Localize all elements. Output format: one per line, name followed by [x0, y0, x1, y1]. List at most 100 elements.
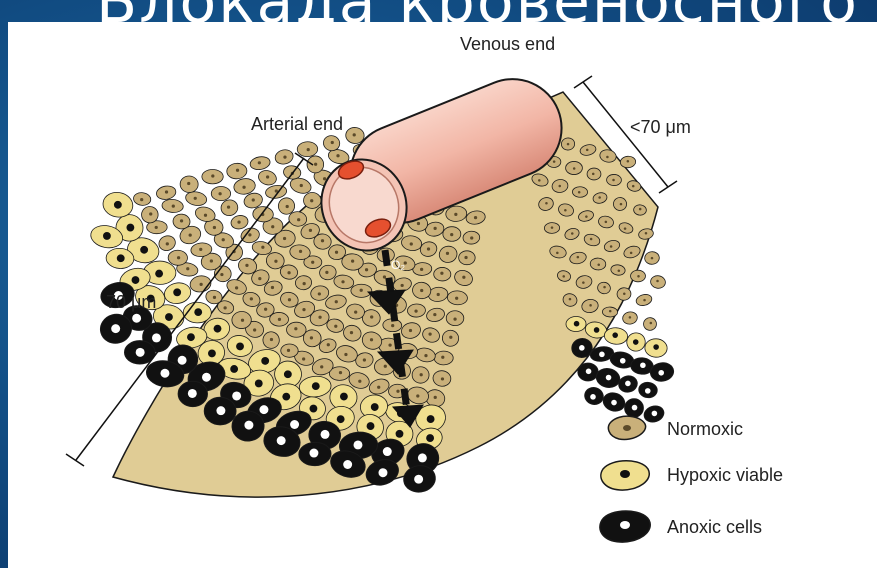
cell-nucleus [612, 332, 618, 338]
cell-nucleus [230, 365, 238, 373]
cell-nucleus [378, 468, 387, 477]
cell-nucleus [624, 227, 627, 230]
cell-nucleus [290, 420, 299, 429]
cell-nucleus [334, 325, 337, 328]
cell-nucleus [558, 185, 561, 188]
cell-nucleus [618, 269, 621, 272]
cell-nucleus [420, 289, 423, 292]
cell-nucleus [287, 271, 290, 274]
cell-nucleus [640, 362, 646, 368]
cell-nucleus [371, 403, 379, 411]
cell-nucleus [204, 214, 207, 217]
cell-nucleus [302, 308, 305, 311]
cell-nucleus [455, 297, 458, 300]
cell-nucleus [414, 475, 423, 484]
cell-nucleus [579, 345, 585, 351]
cell-nucleus [261, 246, 264, 249]
cell-nucleus [383, 275, 386, 278]
cell-nucleus [294, 327, 297, 330]
cell-nucleus [606, 156, 609, 159]
cell-nucleus [427, 415, 435, 423]
cell-nucleus [287, 349, 290, 352]
cell-nucleus [441, 377, 444, 380]
cell-nucleus [271, 225, 274, 228]
cell-nucleus [132, 276, 140, 284]
cell-nucleus [599, 352, 605, 358]
cell-nucleus [258, 161, 261, 164]
cell-nucleus [428, 332, 431, 335]
cell-nucleus [611, 400, 617, 406]
cell-nucleus [336, 154, 339, 157]
cell-nucleus [453, 317, 456, 320]
cell-nucleus [235, 286, 238, 289]
cell-nucleus [653, 344, 659, 350]
cell-nucleus [367, 422, 375, 430]
cell-nucleus [318, 316, 321, 319]
cell-nucleus [464, 256, 467, 259]
cell-nucleus [288, 298, 291, 301]
cell-nucleus [314, 163, 317, 166]
cell-nucleus [194, 197, 197, 200]
cell-nucleus [283, 156, 286, 159]
cell-nucleus [252, 198, 255, 201]
cell-nucleus [637, 275, 640, 278]
cell-nucleus [186, 267, 189, 270]
legend [600, 416, 650, 542]
cell-nucleus [585, 215, 588, 218]
cell-nucleus [639, 208, 642, 211]
cell-nucleus [586, 369, 592, 375]
cell-nucleus [597, 263, 600, 266]
cell-nucleus [391, 324, 394, 327]
cell-nucleus [409, 329, 412, 332]
cell-nucleus [571, 232, 574, 235]
cell-nucleus [172, 205, 175, 208]
cell-nucleus [553, 160, 556, 163]
cell-nucleus [286, 205, 289, 208]
cell-nucleus [241, 319, 244, 322]
cell-nucleus [155, 270, 163, 278]
cell-nucleus [312, 382, 320, 390]
cell-nucleus [255, 380, 263, 388]
cell-nucleus [194, 308, 202, 316]
cell-nucleus [303, 282, 306, 285]
cell-nucleus [625, 381, 631, 387]
cell-nucleus [199, 248, 202, 251]
cell-nucleus [598, 196, 601, 199]
cell-nucleus [645, 232, 648, 235]
cell-nucleus [612, 179, 615, 182]
cell-nucleus [433, 313, 436, 316]
cell-nucleus [173, 288, 181, 296]
cell-nucleus [270, 338, 273, 341]
cell-nucleus [632, 405, 638, 411]
cell-nucleus [440, 272, 443, 275]
legend-normoxic-swatch [608, 416, 645, 439]
cell-nucleus [149, 212, 152, 215]
cell-nucleus [140, 198, 143, 201]
cell-nucleus [564, 209, 567, 212]
cell-nucleus [420, 373, 423, 376]
cell-nucleus [216, 406, 225, 415]
cell-nucleus [358, 380, 361, 383]
cell-nucleus [278, 318, 281, 321]
cell-nucleus [166, 242, 169, 245]
cell-nucleus [340, 393, 348, 401]
cell-nucleus [629, 316, 632, 319]
cell-nucleus [418, 453, 427, 462]
cell-nucleus [274, 260, 277, 263]
cell-nucleus [620, 358, 626, 364]
cell-nucleus [417, 222, 420, 225]
venous-end-label: Venous end [460, 34, 555, 55]
cell-nucleus [337, 415, 345, 423]
cell-nucleus [462, 276, 465, 279]
cell-nucleus [335, 300, 338, 303]
cell-nucleus [222, 238, 225, 241]
cell-nucleus [325, 271, 328, 274]
cell-nucleus [441, 356, 444, 359]
cell-nucleus [401, 284, 404, 287]
oxygen-label: O₂ [391, 258, 405, 272]
cell-nucleus [651, 257, 654, 260]
cell-nucleus [609, 310, 612, 313]
cell-nucleus [114, 201, 122, 209]
legend-anoxic-label: Anoxic cells [667, 517, 762, 538]
cell-nucleus [310, 336, 313, 339]
